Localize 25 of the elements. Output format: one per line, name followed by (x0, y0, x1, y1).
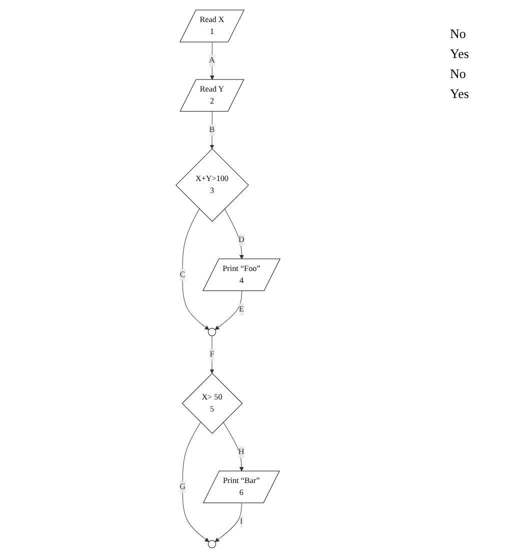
edge-label: D (238, 236, 244, 244)
branch-label: Yes (450, 86, 470, 102)
edge-label: C (180, 270, 186, 279)
branch-label: Yes (450, 46, 470, 62)
node-circle (208, 328, 216, 336)
arrow (182, 208, 210, 330)
arrow (224, 208, 244, 260)
arrow (210, 336, 214, 374)
arrow (214, 290, 242, 330)
edge-label: F (210, 350, 214, 359)
edge-label: E (238, 304, 244, 314)
edge-label: A (209, 56, 215, 65)
branch-label: No (450, 26, 467, 42)
arrow (214, 502, 242, 542)
node-diamond: X+Y>100 3 (176, 148, 249, 222)
branch-label: No (450, 66, 467, 82)
arrow (182, 422, 210, 542)
edge-label: H (238, 448, 244, 456)
node-diamond: X> 50 5 (182, 373, 243, 434)
edge-label: B (209, 126, 215, 134)
arrow (210, 111, 214, 150)
arrow (223, 422, 244, 472)
edge-label: G (180, 482, 186, 491)
edge-label: I (240, 517, 243, 526)
node-circle (208, 540, 216, 548)
